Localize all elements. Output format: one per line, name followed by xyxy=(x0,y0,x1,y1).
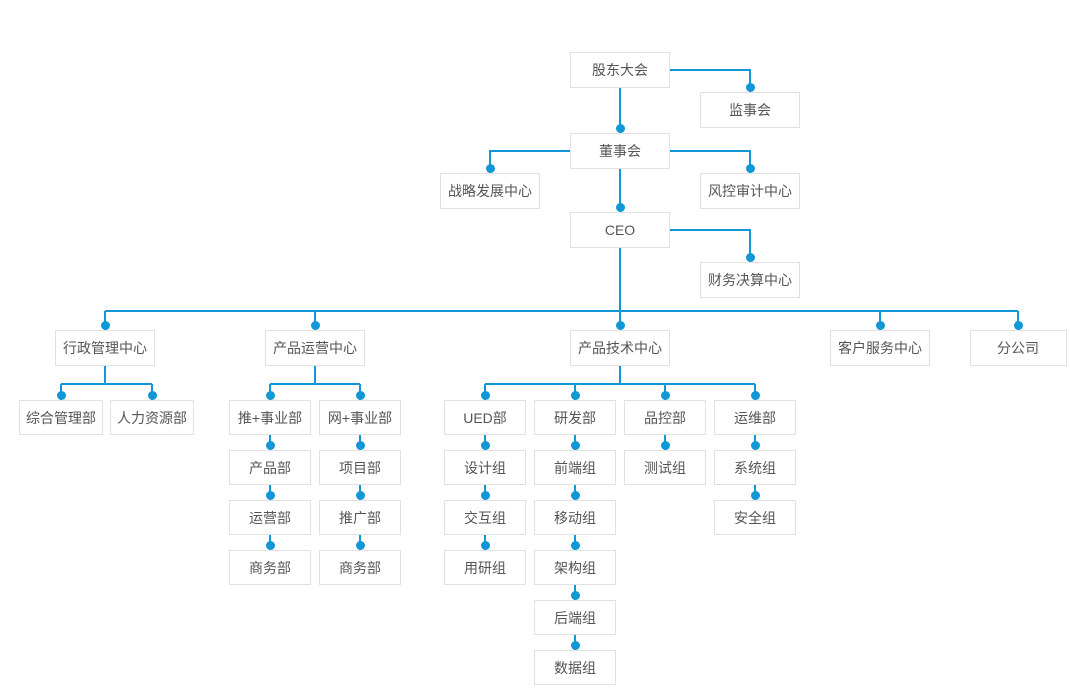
connector-dot xyxy=(875,321,885,330)
connector-dot xyxy=(660,441,670,450)
connector-dot xyxy=(480,491,490,500)
org-node-supervisory: 监事会 xyxy=(700,92,800,128)
org-node-strategy: 战略发展中心 xyxy=(440,173,540,209)
org-node-tech-center: 产品技术中心 xyxy=(570,330,670,366)
org-node-frontend-group: 前端组 xyxy=(534,450,616,485)
connector-line xyxy=(104,311,106,330)
connector-dot xyxy=(615,321,625,330)
org-node-service-center: 客户服务中心 xyxy=(830,330,930,366)
org-node-om-dept: 运维部 xyxy=(714,400,796,435)
org-node-finance: 财务决算中心 xyxy=(700,262,800,298)
connector-dot xyxy=(660,391,670,400)
connector-dot xyxy=(265,391,275,400)
connector-dot xyxy=(750,491,760,500)
org-node-testing-group: 测试组 xyxy=(624,450,706,485)
connector-dot xyxy=(265,541,275,550)
connector-dot xyxy=(615,203,625,212)
org-node-admin-center: 行政管理中心 xyxy=(55,330,155,366)
connector-line xyxy=(749,150,751,173)
connector-dot xyxy=(355,391,365,400)
org-node-promotion-dept: 推广部 xyxy=(319,500,401,535)
connector-line xyxy=(749,229,751,262)
org-node-tui-division: 推+事业部 xyxy=(229,400,311,435)
connector-line xyxy=(270,383,360,385)
org-node-shareholders: 股东大会 xyxy=(570,52,670,88)
connector-line xyxy=(670,229,750,231)
connector-dot xyxy=(355,491,365,500)
org-node-data-group: 数据组 xyxy=(534,650,616,685)
connector-line xyxy=(485,383,755,385)
connector-dot xyxy=(480,541,490,550)
connector-dot xyxy=(615,124,625,133)
org-node-project-dept: 项目部 xyxy=(319,450,401,485)
org-node-design-group: 设计组 xyxy=(444,450,526,485)
org-node-qc-dept: 品控部 xyxy=(624,400,706,435)
org-node-wang-division: 网+事业部 xyxy=(319,400,401,435)
connector-dot xyxy=(1013,321,1023,330)
org-node-ceo: CEO xyxy=(570,212,670,248)
connector-line xyxy=(670,150,750,152)
connector-line xyxy=(490,150,570,152)
connector-line xyxy=(314,366,316,384)
org-node-hr: 人力资源部 xyxy=(110,400,194,435)
connector-dot xyxy=(570,541,580,550)
org-node-system-group: 系统组 xyxy=(714,450,796,485)
org-node-ued-dept: UED部 xyxy=(444,400,526,435)
connector-line xyxy=(619,366,621,384)
org-node-operations-dept: 运营部 xyxy=(229,500,311,535)
connector-dot xyxy=(265,491,275,500)
connector-dot xyxy=(570,391,580,400)
connector-dot xyxy=(745,83,755,92)
org-node-risk-audit: 风控审计中心 xyxy=(700,173,800,209)
connector-dot xyxy=(570,591,580,600)
connector-dot xyxy=(570,491,580,500)
org-node-business-dept-b: 商务部 xyxy=(319,550,401,585)
connector-line xyxy=(619,88,621,133)
connector-line xyxy=(619,169,621,212)
connector-dot xyxy=(355,441,365,450)
connector-line xyxy=(749,69,751,92)
org-node-architecture-group: 架构组 xyxy=(534,550,616,585)
connector-line xyxy=(104,366,106,384)
connector-line xyxy=(105,310,1018,312)
org-node-ops-center: 产品运营中心 xyxy=(265,330,365,366)
connector-dot xyxy=(310,321,320,330)
org-node-branch: 分公司 xyxy=(969,330,1067,366)
connector-line xyxy=(879,311,881,330)
connector-dot xyxy=(265,441,275,450)
connector-line xyxy=(489,150,491,173)
connector-dot xyxy=(480,391,490,400)
connector-line xyxy=(314,311,316,330)
connector-dot xyxy=(750,441,760,450)
org-node-rnd-dept: 研发部 xyxy=(534,400,616,435)
connector-line xyxy=(61,383,152,385)
org-node-mobile-group: 移动组 xyxy=(534,500,616,535)
connector-dot xyxy=(745,253,755,262)
connector-dot xyxy=(745,164,755,173)
org-node-user-research-group: 用研组 xyxy=(444,550,526,585)
org-node-backend-group: 后端组 xyxy=(534,600,616,635)
connector-dot xyxy=(480,441,490,450)
connector-dot xyxy=(147,391,157,400)
connector-dot xyxy=(56,391,66,400)
connector-dot xyxy=(750,391,760,400)
org-node-general-admin: 综合管理部 xyxy=(19,400,103,435)
org-node-security-group: 安全组 xyxy=(714,500,796,535)
org-node-product-dept: 产品部 xyxy=(229,450,311,485)
connector-dot xyxy=(355,541,365,550)
connector-dot xyxy=(485,164,495,173)
connector-line xyxy=(619,311,621,330)
connector-line xyxy=(619,248,621,311)
connector-dot xyxy=(570,641,580,650)
connector-dot xyxy=(100,321,110,330)
org-node-interaction-group: 交互组 xyxy=(444,500,526,535)
org-node-board: 董事会 xyxy=(570,133,670,169)
org-node-business-dept-a: 商务部 xyxy=(229,550,311,585)
connector-line xyxy=(1017,311,1019,330)
connector-line xyxy=(670,69,750,71)
connector-dot xyxy=(570,441,580,450)
